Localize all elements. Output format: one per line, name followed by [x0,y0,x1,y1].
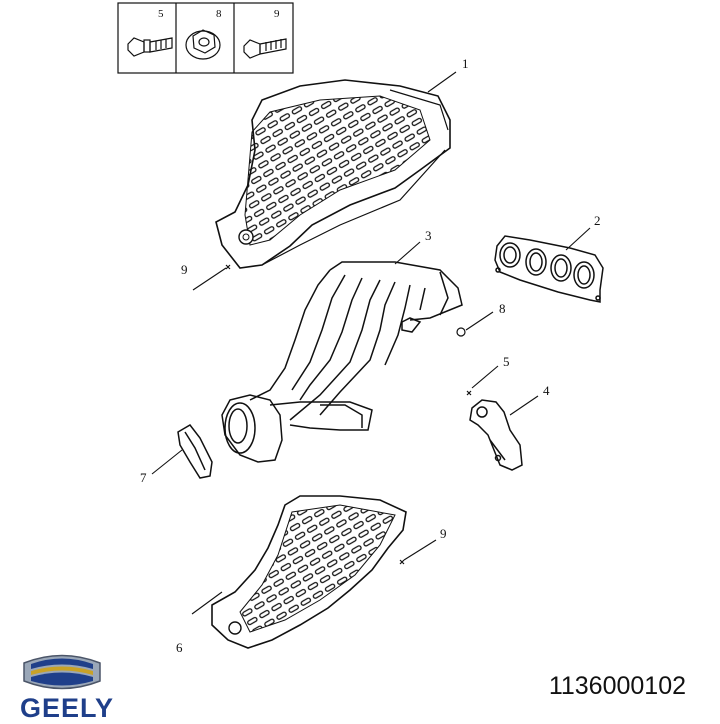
legend-number-5: 5 [158,8,164,20]
fastener-legend: 5 8 9 [117,2,294,74]
part-4-bracket [469,399,523,471]
callout-6: 6 [176,640,183,655]
part-6-lower-heat-shield [211,495,407,649]
geely-logo-emblem [23,654,101,690]
part-3-exhaust-manifold [221,261,463,463]
brand-name: GEELY [20,693,115,723]
callout-2: 2 [594,213,601,228]
callout-9-lower: 9 [440,526,447,541]
callout-7: 7 [140,470,147,485]
callout-1: 1 [462,56,469,71]
legend-number-9: 9 [274,8,280,20]
callout-3: 3 [425,228,432,243]
callout-8: 8 [499,301,506,316]
callout-5: 5 [503,354,510,369]
callout-labels: 1 2 3 4 5 6 7 8 9 9 [140,56,601,655]
fastener-markers [225,264,472,565]
legend-number-8: 8 [216,8,222,20]
flange-bolt-icon [127,37,173,57]
leader-lines [151,71,591,615]
stud-bolt-icon [243,38,287,59]
part-7-flange-gasket [177,424,213,479]
callout-9-upper: 9 [181,262,188,277]
callout-4: 4 [543,383,550,398]
part-1-upper-heat-shield [215,79,451,269]
flange-nut-icon [185,29,221,60]
part-number: 1136000102 [548,672,686,700]
part-2-manifold-gasket [494,235,604,303]
